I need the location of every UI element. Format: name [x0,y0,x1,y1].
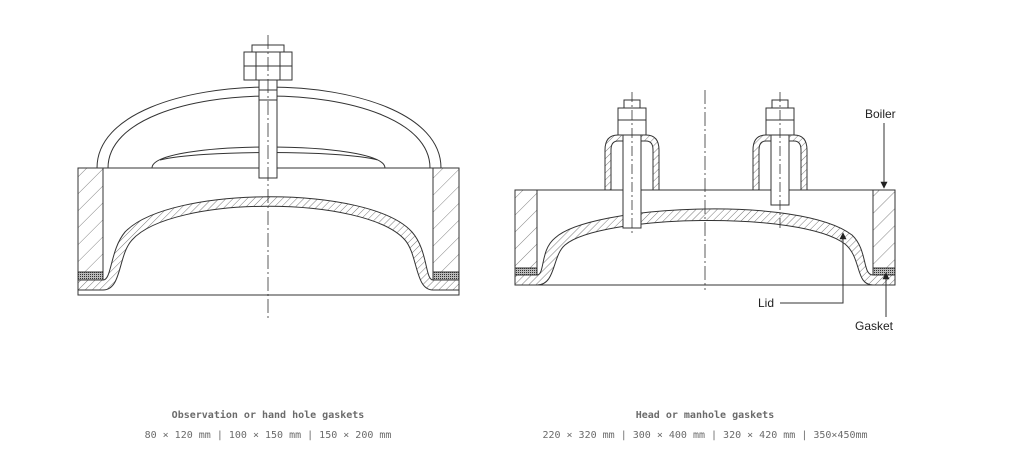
bolt-right [752,92,808,230]
lid [77,196,460,291]
boiler-label: Boiler [865,107,896,121]
gasket-label: Gasket [855,319,894,333]
lid-leader [780,232,847,304]
manhole-figure [514,90,896,317]
gasket [514,267,538,276]
bolt-left [604,92,660,235]
gasket [77,271,104,281]
lid [514,208,896,286]
lid-label: Lid [758,296,774,310]
caption-manhole: Head or manhole gaskets 220 × 320 mm | 3… [520,410,890,441]
gasket [872,267,896,276]
caption-sizes: 80 × 120 mm | 100 × 150 mm | 150 × 200 m… [144,430,392,441]
hand-hole-figure [77,35,460,320]
caption-title: Observation or hand hole gaskets [171,410,365,421]
caption-title: Head or manhole gaskets [635,410,775,421]
caption-hand-hole: Observation or hand hole gaskets 80 × 12… [88,410,448,441]
gasket [432,271,460,281]
caption-sizes: 220 × 320 mm | 300 × 400 mm | 320 × 420 … [542,430,868,441]
